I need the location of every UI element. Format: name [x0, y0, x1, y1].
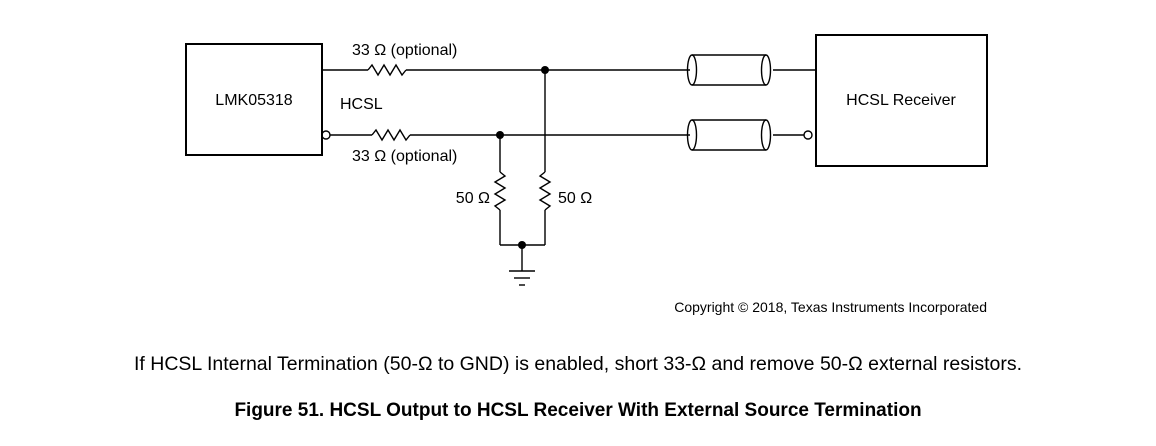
series-resistor-top-label: 33 Ω (optional) — [352, 42, 457, 59]
shunt-resistor-left-label: 50 Ω — [456, 190, 490, 207]
series-resistor-bottom — [371, 128, 411, 142]
shunt-right — [538, 70, 552, 245]
series-resistor-top — [367, 63, 407, 77]
signal-label: HCSL — [340, 96, 383, 113]
shunt-resistor-right-label: 50 Ω — [558, 190, 592, 207]
source-block — [185, 43, 323, 156]
junction-dot — [496, 131, 504, 139]
source-block-label: LMK05318 — [215, 92, 292, 109]
receiver-block-label: HCSL Receiver — [846, 92, 956, 109]
junction-dot — [541, 66, 549, 74]
receiver-block — [815, 34, 988, 167]
junction-dot — [518, 241, 526, 249]
copyright-notice: Copyright © 2018, Texas Instruments Inco… — [674, 299, 987, 315]
inverted-input-bubble — [803, 130, 813, 140]
bottom-trace — [321, 128, 813, 142]
shunt-resistor-right — [538, 171, 552, 211]
shunt-resistor-left — [493, 171, 507, 211]
series-resistor-bottom-label: 33 Ω (optional) — [352, 148, 457, 165]
shunt-left — [493, 135, 507, 245]
figure-caption: Figure 51. HCSL Output to HCSL Receiver … — [234, 400, 922, 421]
transmission-line-top — [686, 54, 772, 86]
schematic: LMK05318 HCSL Receiver HCSL 33 Ω (option… — [185, 34, 988, 315]
transmission-line-bottom — [686, 119, 772, 151]
inverted-output-bubble — [321, 130, 331, 140]
ground-symbol — [509, 270, 535, 286]
top-trace — [322, 63, 816, 77]
termination-note: If HCSL Internal Termination (50-Ω to GN… — [133, 353, 1023, 375]
